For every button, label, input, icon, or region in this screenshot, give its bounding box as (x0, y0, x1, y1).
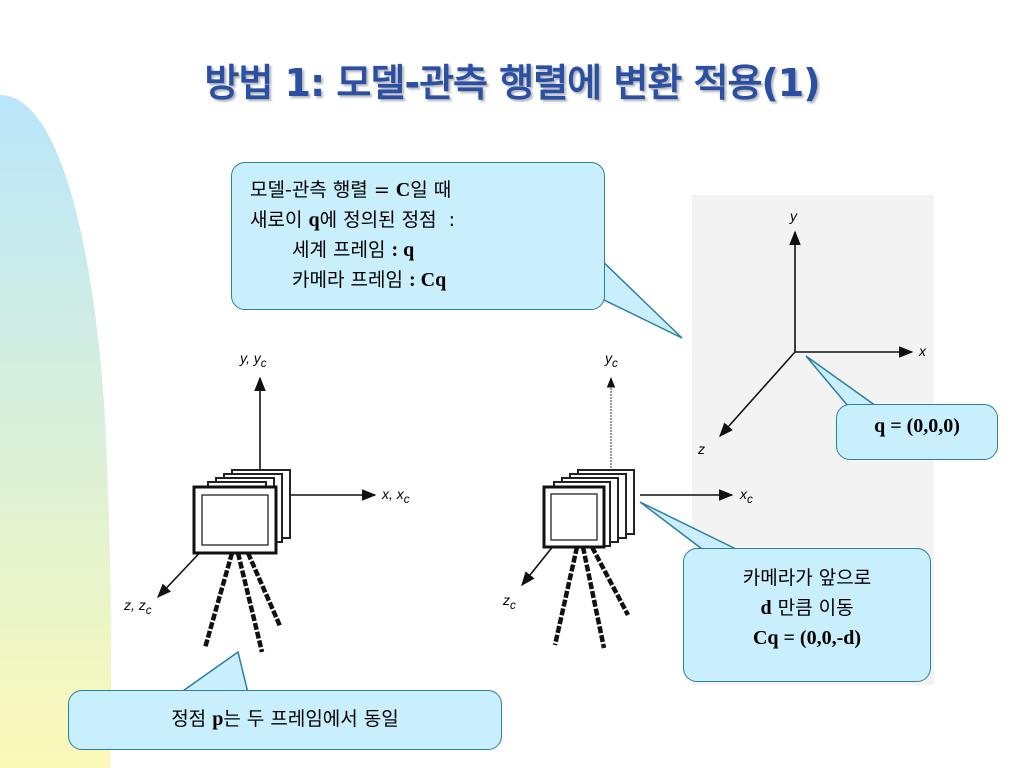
origin-callout: q = (0,0,0) (836, 404, 998, 460)
move-callout-line-2: d 만큼 이동 (760, 597, 854, 619)
vertex-callout-tail (177, 650, 249, 694)
matrix-callout: 모델-관측 행렬 = C일 때 새로이 q에 정의된 정점 : 세계 프레임 :… (231, 162, 605, 310)
left-tripod (202, 552, 283, 653)
left-camera-body (192, 485, 278, 555)
left-y-label: y, yc (240, 350, 267, 370)
move-callout-line-1: 카메라가 앞으로 (742, 567, 872, 589)
vertex-callout: 정점 p는 두 프레임에서 동일 (68, 690, 502, 750)
matrix-callout-line-4: 카메라 프레임 : Cq (292, 269, 447, 291)
move-callout-line-3: Cq = (0,0,-d) (752, 627, 862, 649)
slide-title: 방법 1: 모델-관측 행렬에 변환 적용(1) (204, 61, 820, 105)
world-z-label: z (698, 441, 705, 457)
matrix-callout-line-3: 세계 프레임 : q (292, 239, 415, 261)
middle-camera-group (521, 376, 734, 649)
matrix-callout-line-2: 새로이 q에 정의된 정점 : (250, 209, 456, 231)
world-z-axis (719, 351, 796, 438)
vertex-callout-text: 정점 p는 두 프레임에서 동일 (171, 708, 399, 730)
left-z-label: z, zc (124, 597, 152, 617)
left-camera-group (157, 376, 377, 653)
world-y-label: y (790, 208, 797, 224)
world-x-label: x (919, 343, 926, 359)
matrix-callout-tail (595, 253, 683, 339)
world-frame-group (719, 230, 914, 438)
middle-tripod (552, 545, 630, 649)
origin-callout-text: q = (0,0,0) (874, 415, 960, 437)
left-x-label: x, xc (382, 486, 410, 506)
middle-y-label: yc (605, 350, 618, 370)
middle-camera-body (542, 485, 606, 549)
middle-z-label: zc (503, 592, 516, 612)
middle-x-label: xc (740, 486, 753, 506)
move-callout: 카메라가 앞으로 d 만큼 이동 Cq = (0,0,-d) (683, 548, 931, 682)
matrix-callout-line-1: 모델-관측 행렬 = C일 때 (250, 179, 452, 201)
